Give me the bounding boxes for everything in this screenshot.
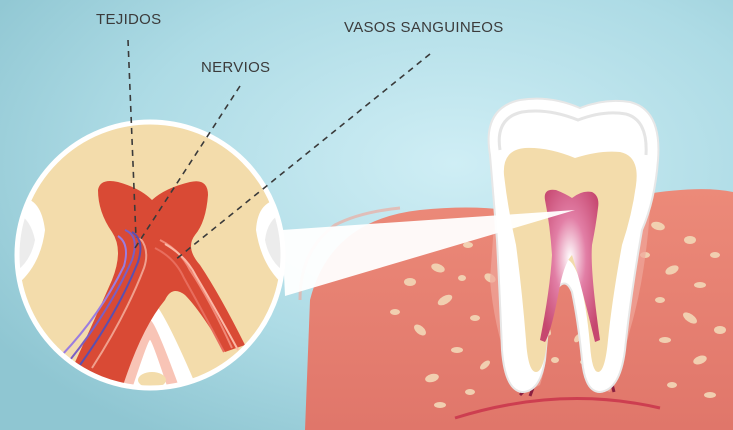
label-nervios: NERVIOS — [201, 59, 270, 76]
label-tejidos: TEJIDOS — [96, 11, 161, 28]
label-vasos-sanguineos: VASOS SANGUINEOS — [344, 19, 504, 36]
